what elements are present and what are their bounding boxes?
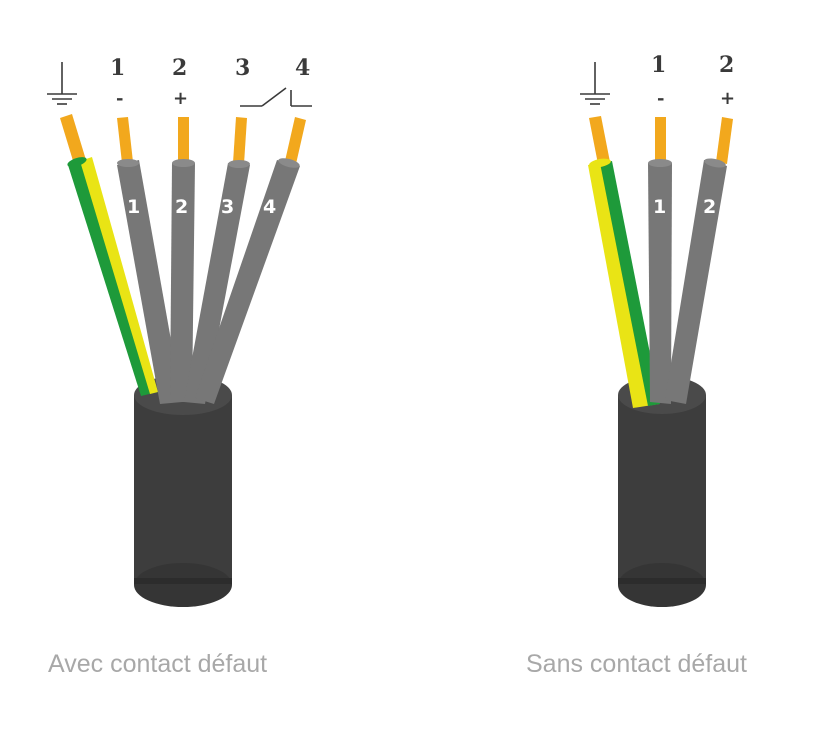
left-cable: 1 2 3 4 1 - — [47, 55, 312, 607]
right-cable-caption: Sans contact défaut — [526, 650, 747, 678]
left-wire-2-label: 2 — [175, 196, 188, 218]
left-wire-1: 1 — [117, 117, 182, 404]
left-cable-caption: Avec contact défaut — [48, 650, 268, 678]
left-earth-icon — [47, 62, 77, 105]
left-wire-4: 4 — [195, 117, 306, 404]
left-wire-3-label: 3 — [221, 196, 234, 218]
left-terminal-3-number: 3 — [235, 55, 250, 81]
right-wire-2: 2 — [665, 117, 733, 404]
left-terminal-1-number: 1 — [110, 55, 125, 81]
left-terminal-2-number: 2 — [172, 55, 187, 81]
right-cable: 1 2 1 - 2 + — [580, 52, 735, 607]
left-terminal-1-sign: - — [116, 88, 123, 109]
right-wire-1: 1 — [648, 117, 672, 404]
right-earth-icon — [580, 62, 610, 105]
left-cable-sheath — [134, 375, 232, 607]
right-wire-1-label: 1 — [653, 196, 666, 218]
left-earth-wire — [60, 114, 158, 396]
right-terminal-1-sign: - — [657, 88, 664, 109]
left-wire-2: 2 — [170, 117, 195, 402]
switch-contact-icon — [240, 87, 312, 107]
right-earth-wire — [588, 116, 660, 408]
left-wire-4-label: 4 — [263, 196, 276, 218]
right-terminal-2-number: 2 — [719, 52, 734, 78]
left-terminal-4-number: 4 — [295, 55, 310, 81]
right-terminal-1-number: 1 — [651, 52, 666, 78]
left-terminal-2-sign: + — [173, 88, 188, 109]
left-wire-3: 3 — [184, 117, 250, 404]
right-terminal-2-sign: + — [720, 88, 735, 109]
right-wire-2-label: 2 — [703, 196, 716, 218]
left-wire-1-label: 1 — [127, 196, 140, 218]
right-cable-sheath — [618, 376, 706, 607]
